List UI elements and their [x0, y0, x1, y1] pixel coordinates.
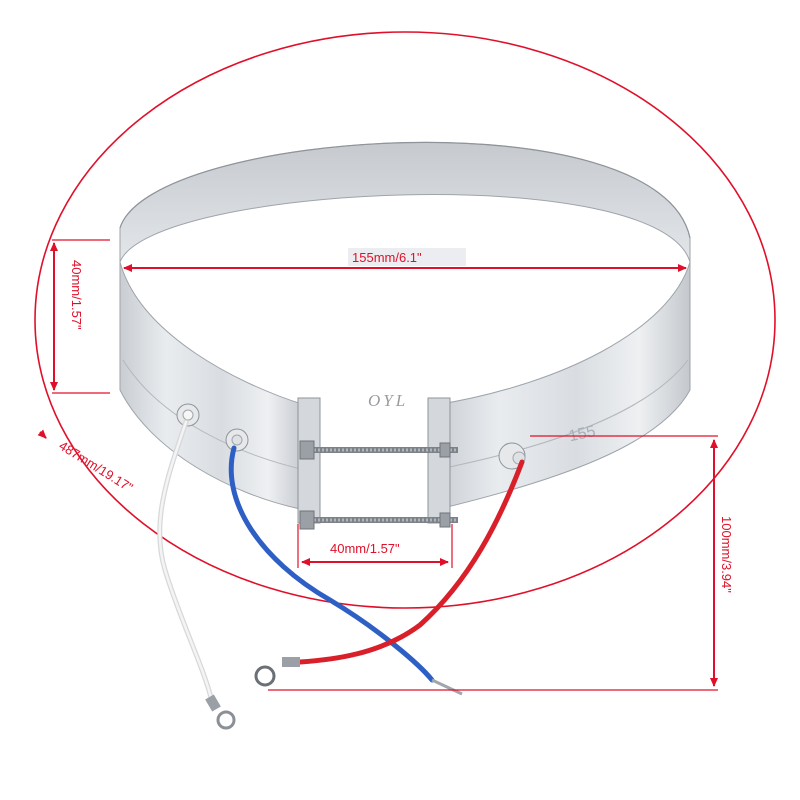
- watermark: OYL: [368, 391, 408, 410]
- clamp-screw-top: [299, 440, 458, 460]
- diameter-label: 155mm/6.1": [352, 250, 422, 265]
- wire-lug-blue: [431, 678, 463, 696]
- terminal-left-blue: [225, 428, 249, 452]
- ring-inner-wall: [119, 141, 691, 263]
- clamp-screw-bottom: [299, 510, 458, 530]
- wire-blue: [228, 445, 435, 683]
- ring-outer-band-left: [119, 261, 306, 511]
- wire-red: [297, 459, 525, 665]
- wire-lug-red: [254, 657, 300, 687]
- stamp-number: 155: [567, 423, 597, 445]
- terminal-left-white: [176, 403, 200, 427]
- circumference-ellipse: [34, 31, 776, 609]
- circumference-label: 487mm/19.17": [56, 438, 136, 495]
- clamp-flange-left: [297, 397, 321, 524]
- height-label: 40mm/1.57": [69, 260, 84, 330]
- wire-lug-white: [205, 694, 236, 730]
- gap-label: 40mm/1.57": [330, 541, 400, 556]
- clamp-flange-right: [427, 397, 451, 524]
- ring-outer-band-right: [434, 261, 691, 511]
- lead-length-label: 100mm/3.94": [719, 516, 734, 593]
